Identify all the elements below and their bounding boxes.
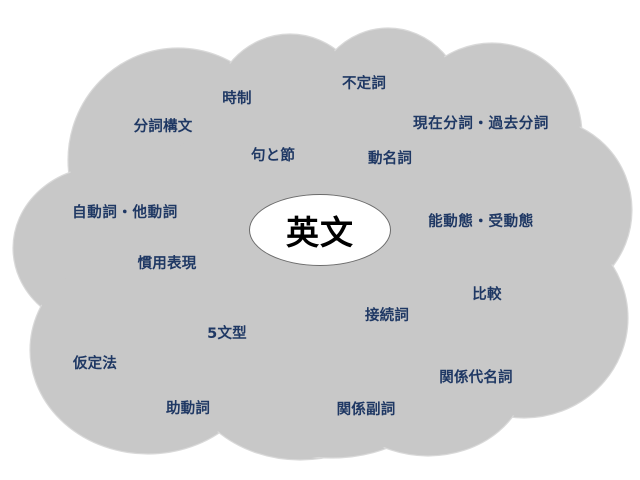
center-node: 英文 [249,194,391,266]
topic-label-relative-adverb: 関係副詞 [336,401,396,418]
center-ellipse [249,194,391,266]
topic-label-participial-construction: 分詞構文 [133,118,193,135]
topic-label-active-passive-voice: 能動態・受動態 [428,213,534,230]
topic-label-idiomatic-expression: 慣用表現 [137,255,197,272]
center-label: 英文 [286,213,354,252]
topic-label-conjunction: 接続詞 [364,307,410,324]
topic-label-phrase-and-clause: 句と節 [250,147,296,164]
topic-label-intransitive-transitive: 自動詞・他動詞 [72,204,178,221]
topic-label-auxiliary-verb: 助動詞 [165,400,211,417]
topic-label-five-sentence-patterns: 5文型 [207,325,247,342]
topic-label-infinitive: 不定詞 [341,75,387,92]
topic-label-relative-pronoun: 関係代名詞 [439,369,513,386]
topic-label-comparison: 比較 [472,286,502,303]
topic-label-tense: 時制 [222,90,252,107]
cloud-lobes [12,27,633,461]
topic-label-subjunctive-mood: 仮定法 [72,355,118,372]
topic-label-gerund: 動名詞 [367,150,413,167]
topic-label-present-past-participle: 現在分詞・過去分詞 [413,115,549,132]
